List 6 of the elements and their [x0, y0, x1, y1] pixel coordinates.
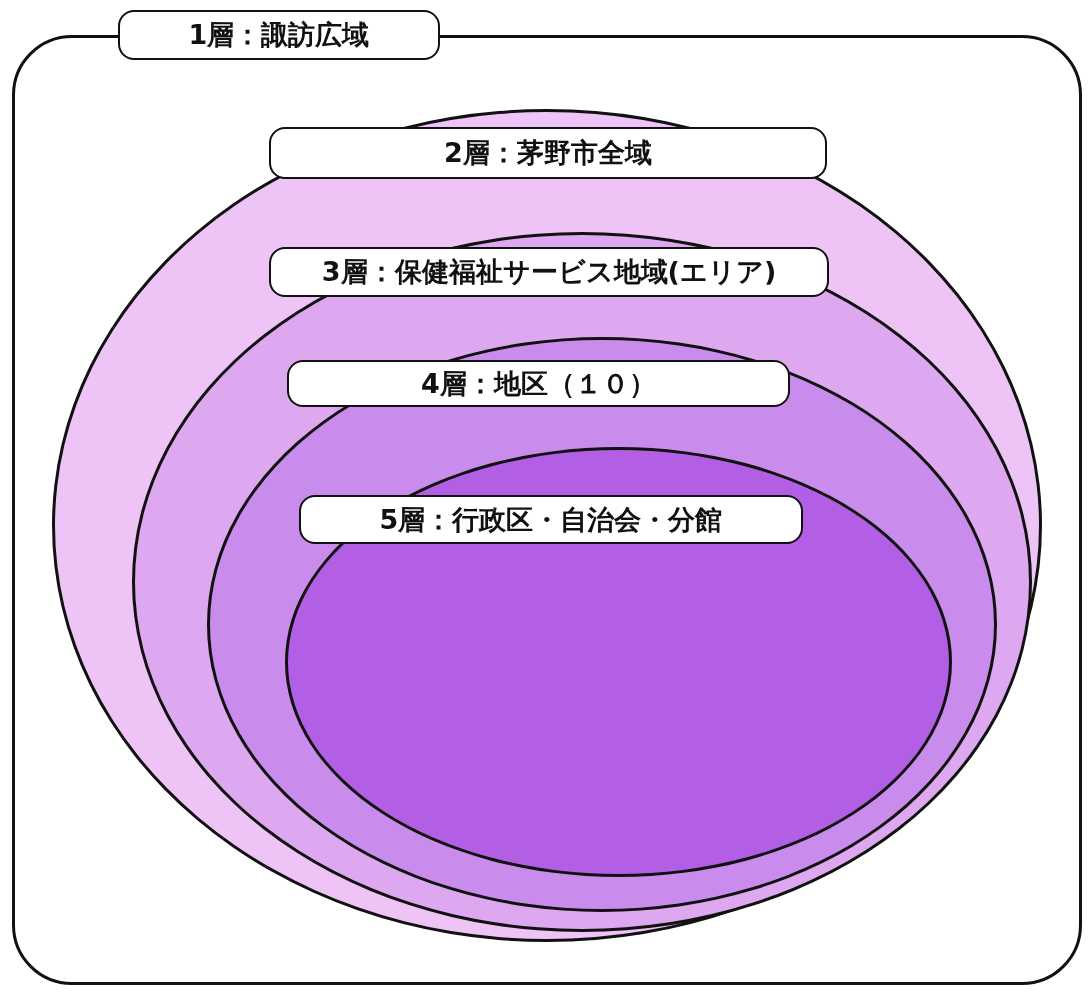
- layer-label: 5層：行政区・自治会・分館: [299, 495, 803, 544]
- layer-label: 4層：地区（１０）: [287, 360, 790, 407]
- layer-label: 2層：茅野市全域: [269, 127, 827, 179]
- layer-label: 3層：保健福祉サービス地域(エリア): [269, 247, 829, 297]
- region-frame: [12, 10, 1082, 985]
- layer-label: 1層：諏訪広域: [118, 10, 440, 60]
